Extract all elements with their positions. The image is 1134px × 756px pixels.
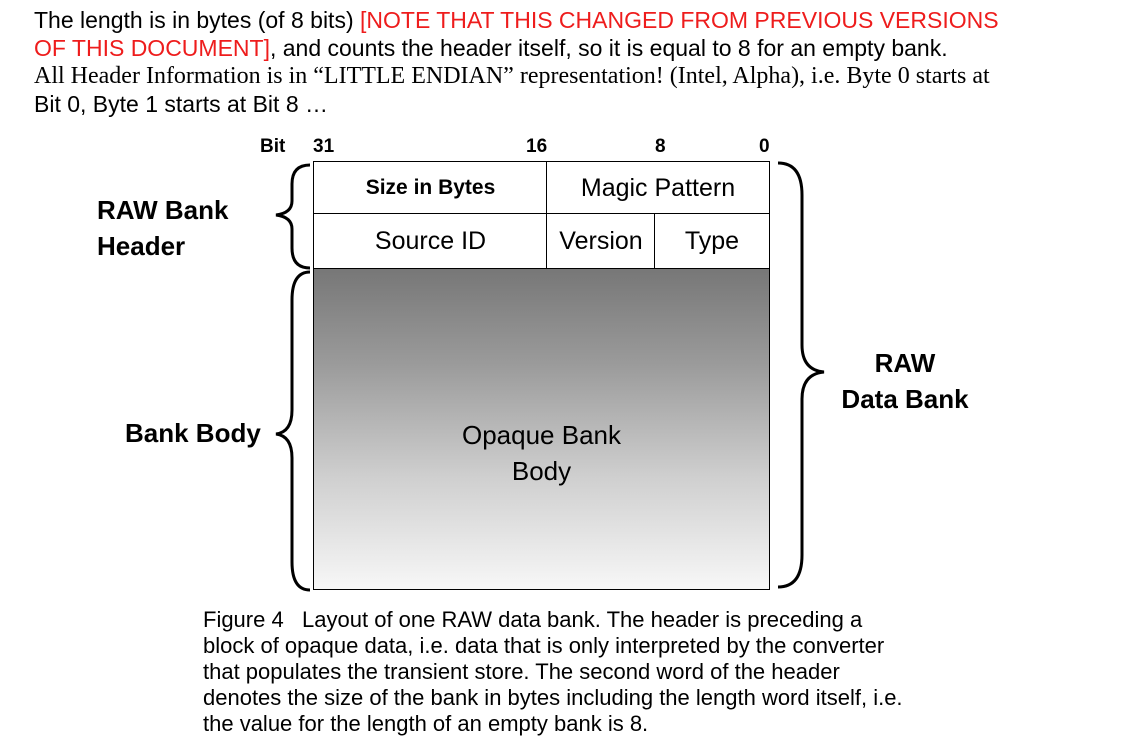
bit-8-label: 8 (655, 136, 666, 157)
version-label: Version (559, 227, 643, 255)
size-in-bytes-label: Size in Bytes (365, 176, 496, 199)
opaque-bank-body-text: Opaque Bank Body (314, 417, 769, 489)
opaque-bank-line-2: Body (511, 456, 572, 486)
opaque-bank-line-1: Opaque Bank (461, 420, 621, 450)
bit-16-label: 16 (526, 136, 548, 157)
bit-0-label: 0 (759, 136, 770, 157)
raw-data-bank-line-2: Data Bank (841, 384, 969, 414)
type-field: Type (654, 213, 770, 270)
intro-line-4: Bit 0, Byte 1 starts at Bit 8 … (34, 91, 329, 117)
intro-text: , and counts the header itself, so it is… (269, 35, 948, 61)
header-brace (275, 163, 311, 270)
caption-line-3: that populates the transient store. The … (203, 659, 840, 684)
caption-line-2: block of opaque data, i.e. data that is … (203, 633, 885, 658)
version-field: Version (546, 213, 656, 270)
caption-line-1: Figure 4 Layout of one RAW data bank. Th… (203, 607, 863, 632)
raw-bank-header-line-2: Header (97, 231, 186, 261)
intro-line-2: OF THIS DOCUMENT], and counts the header… (34, 34, 1124, 62)
figure-caption: Figure 4 Layout of one RAW data bank. Th… (203, 607, 1123, 737)
bank-body-label: Bank Body (125, 418, 261, 448)
source-id-label: Source ID (374, 227, 487, 255)
type-label: Type (684, 227, 740, 255)
data-bank-brace (777, 161, 825, 589)
raw-bank-header-label: RAW Bank Header (97, 192, 228, 264)
caption-line-5: the value for the length of an empty ban… (203, 711, 649, 736)
raw-bank-header-line-1: RAW Bank (97, 195, 229, 225)
intro-line-3: All Header Information is in “LITTLE END… (34, 63, 990, 89)
intro-note-end: OF THIS DOCUMENT] (34, 35, 270, 61)
raw-data-bank-line-1: RAW (874, 348, 936, 378)
magic-pattern-label: Magic Pattern (580, 173, 736, 202)
intro-line-1: The length is in bytes (of 8 bits) [NOTE… (34, 6, 1124, 34)
size-in-bytes-field: Size in Bytes (313, 161, 548, 215)
bit-31-label: 31 (313, 136, 335, 157)
caption-line-4: denotes the size of the bank in bytes in… (203, 685, 903, 710)
intro-text: The length is in bytes (of 8 bits) (34, 7, 360, 33)
body-brace (275, 270, 311, 592)
raw-data-bank-label: RAW Data Bank (835, 345, 975, 417)
intro-paragraph: The length is in bytes (of 8 bits) [NOTE… (34, 6, 1124, 118)
opaque-bank-body: Opaque Bank Body (313, 268, 770, 590)
bit-label: Bit (260, 136, 286, 157)
intro-note: [NOTE THAT THIS CHANGED FROM PREVIOUS VE… (360, 7, 999, 33)
